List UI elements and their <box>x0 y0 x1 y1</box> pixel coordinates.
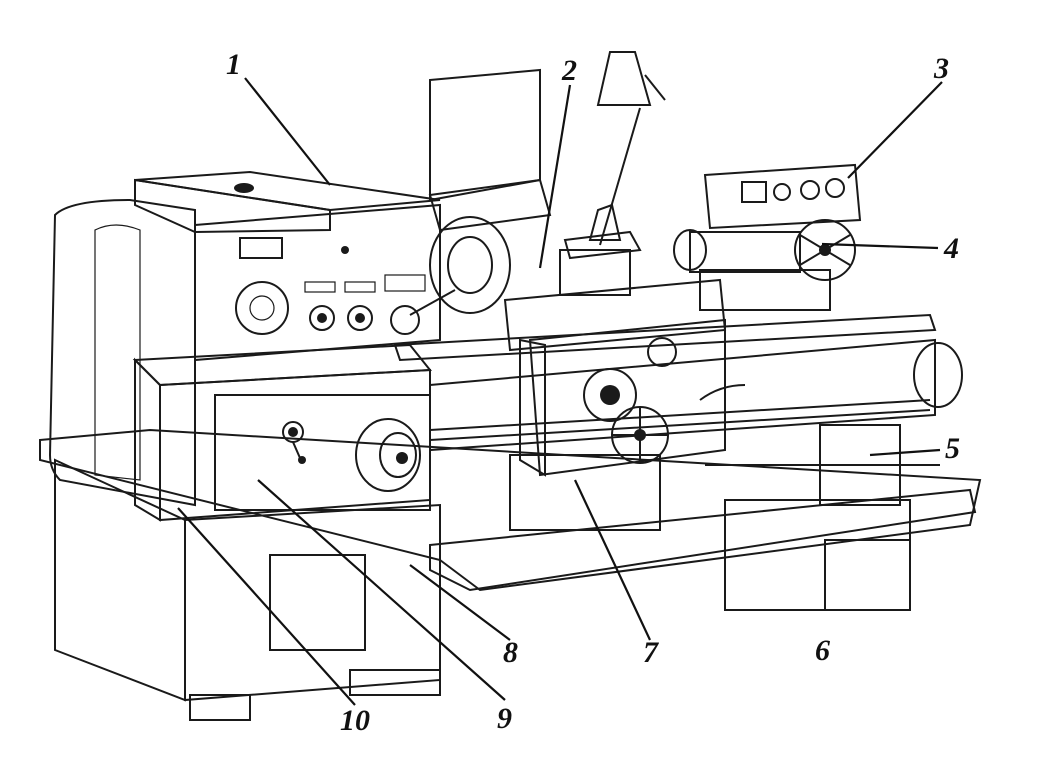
callout-5: 5 <box>945 432 960 465</box>
bed-ways <box>393 313 963 452</box>
callout-8: 8 <box>503 636 518 669</box>
chuck <box>429 216 511 314</box>
callout-10: 10 <box>340 704 370 737</box>
chip-guard <box>428 68 552 232</box>
leader-1 <box>244 77 331 186</box>
leader-7 <box>574 479 651 641</box>
callout-2: 2 <box>561 54 577 87</box>
callout-1: 1 <box>226 48 241 81</box>
apron <box>519 318 746 477</box>
callout-3: 3 <box>933 52 949 85</box>
leader-2 <box>538 84 572 269</box>
motor-housing <box>48 198 196 507</box>
callout-6: 6 <box>815 634 830 667</box>
callout-7: 7 <box>643 636 659 669</box>
leader-10 <box>177 507 356 706</box>
leader-lines <box>177 77 943 706</box>
leader-8 <box>409 564 511 641</box>
carriage-pedestal <box>509 454 661 531</box>
leader-3 <box>847 81 943 179</box>
callouts: 1 2 3 4 5 6 7 8 9 10 <box>226 48 960 737</box>
tailstock <box>673 219 856 311</box>
leader-4 <box>821 242 939 250</box>
headstock <box>134 170 456 362</box>
callout-4: 4 <box>943 232 959 265</box>
leader-9 <box>257 479 506 701</box>
work-lamp <box>596 51 666 246</box>
right-pedestal <box>705 424 940 611</box>
feed-gearbox <box>132 343 432 522</box>
electric-cabinet <box>703 163 862 230</box>
leader-5 <box>869 448 941 457</box>
callout-9: 9 <box>497 702 512 735</box>
